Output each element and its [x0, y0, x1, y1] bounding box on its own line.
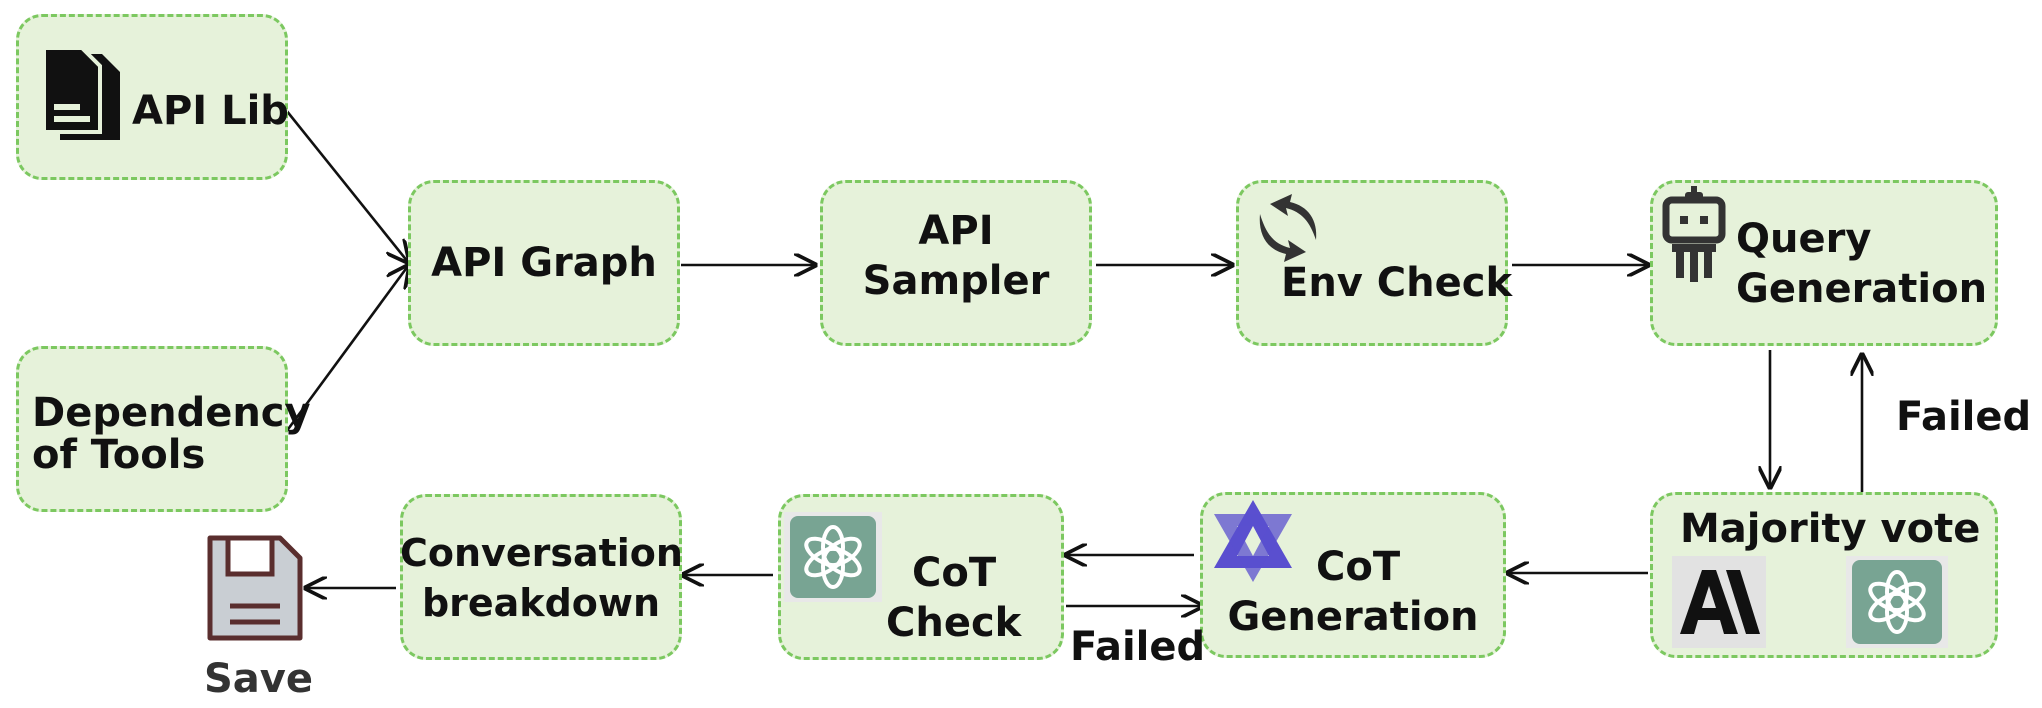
cot-check-label-line1: CoT	[912, 550, 997, 596]
arrow-apilib-to-graph	[284, 109, 408, 262]
api-graph-node	[408, 180, 680, 346]
majority-vote-label: Majority vote	[1680, 506, 1981, 552]
api-graph-label: API Graph	[431, 240, 657, 286]
openai-logo-icon	[1846, 556, 1948, 648]
dependency-label-line2: of Tools	[32, 432, 206, 478]
document-icon	[42, 46, 120, 140]
env-check-label: Env Check	[1281, 260, 1513, 306]
dependency-label-line1: Dependency	[32, 390, 311, 436]
qwen-logo-icon	[1214, 500, 1292, 582]
api-sampler-label-line2: Sampler	[862, 258, 1050, 304]
openai-logo-icon	[784, 512, 882, 602]
query-generation-label-line2: Generation	[1736, 266, 1988, 312]
conversation-label-line1: Conversation	[400, 531, 683, 575]
arrow-dependency-to-graph	[284, 266, 408, 433]
api-sampler-node	[820, 180, 1092, 346]
api-sampler-label-line1: API	[918, 208, 994, 254]
robot-icon	[1662, 186, 1726, 282]
cot-generation-label-line1: CoT	[1316, 544, 1401, 590]
conversation-breakdown-node	[400, 494, 682, 660]
refresh-arrows-icon	[1259, 194, 1317, 262]
anthropic-logo-icon	[1672, 556, 1766, 648]
cot-check-label-line2: Check	[886, 600, 1022, 646]
save-label: Save	[204, 656, 314, 702]
dependency-of-tools-node	[16, 346, 288, 512]
api-lib-label: API Lib	[132, 88, 289, 134]
floppy-disk-icon	[207, 535, 303, 641]
conversation-label-line2: breakdown	[421, 581, 661, 625]
query-generation-label-line1: Query	[1736, 216, 1872, 262]
failed-label-cot: Failed	[1070, 624, 1206, 670]
cot-generation-label-line2: Generation	[1227, 594, 1479, 640]
failed-label-query: Failed	[1896, 394, 2032, 440]
